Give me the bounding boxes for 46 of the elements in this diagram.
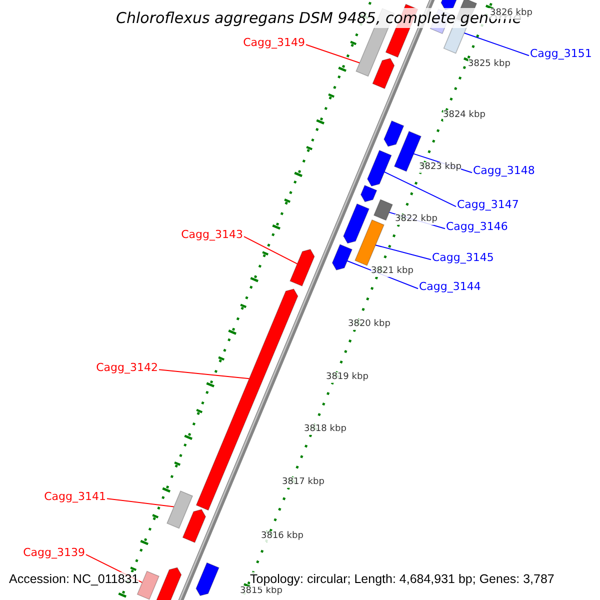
gene-label: Cagg_3145 xyxy=(432,251,494,264)
gene-block xyxy=(343,203,370,244)
gene-label: Cagg_3143 xyxy=(181,228,243,242)
leader-line xyxy=(375,244,432,260)
leader-line xyxy=(464,32,530,56)
gene-block xyxy=(354,219,385,266)
gene-label: Cagg_3151 xyxy=(530,47,592,60)
gene-block xyxy=(166,490,194,529)
gene-block xyxy=(384,120,404,147)
gene-label: Cagg_3142 xyxy=(96,361,158,374)
gene-block xyxy=(156,567,182,600)
footer-text: Topology: circular; Length: 4,684,931 bp; Genes: 3,787 xyxy=(250,572,554,587)
gene-block xyxy=(372,58,395,90)
scale-label: 3824 kbp xyxy=(443,110,486,121)
leader-line xyxy=(106,498,174,508)
scale-label: 3822 kbp xyxy=(395,214,438,225)
gene-label: Cagg_3149 xyxy=(243,36,305,50)
gene-block xyxy=(136,570,160,600)
gene-label: Cagg_3141 xyxy=(44,490,106,504)
gene-block xyxy=(373,199,393,221)
gene-label: Cagg_3146 xyxy=(446,220,508,234)
scale-label: 3820 kbp xyxy=(348,319,390,330)
scale-label: 3818 kbp xyxy=(304,424,346,435)
leader-line xyxy=(384,171,456,208)
gene-label: Cagg_3139 xyxy=(23,546,85,560)
gene-block xyxy=(367,150,392,187)
scale-label: 3817 kbp xyxy=(282,477,324,488)
leader-line xyxy=(158,369,250,380)
gene-label: Cagg_3144 xyxy=(419,280,481,294)
scale-label: 3815 kbp xyxy=(240,586,282,597)
scale-label: 3826 kbp xyxy=(490,8,532,19)
scale-label: 3819 kbp xyxy=(326,372,368,383)
gene-block xyxy=(182,509,206,543)
scale-label: 3825 kbp xyxy=(468,59,510,70)
gene-label: Cagg_3148 xyxy=(473,164,535,178)
scale-label: 3821 kbp xyxy=(371,266,414,277)
gene-block xyxy=(290,248,315,287)
gene-label: Cagg_3147 xyxy=(457,198,519,212)
leader-line xyxy=(306,44,360,64)
gene-block xyxy=(196,562,220,596)
leader-line xyxy=(244,236,298,264)
footer-text: Accession: NC_011831 xyxy=(9,572,139,587)
gene-block xyxy=(440,0,459,10)
scale-label: 3823 kbp xyxy=(419,162,462,173)
scale-label: 3816 kbp xyxy=(261,531,304,542)
gene-block xyxy=(360,184,378,202)
